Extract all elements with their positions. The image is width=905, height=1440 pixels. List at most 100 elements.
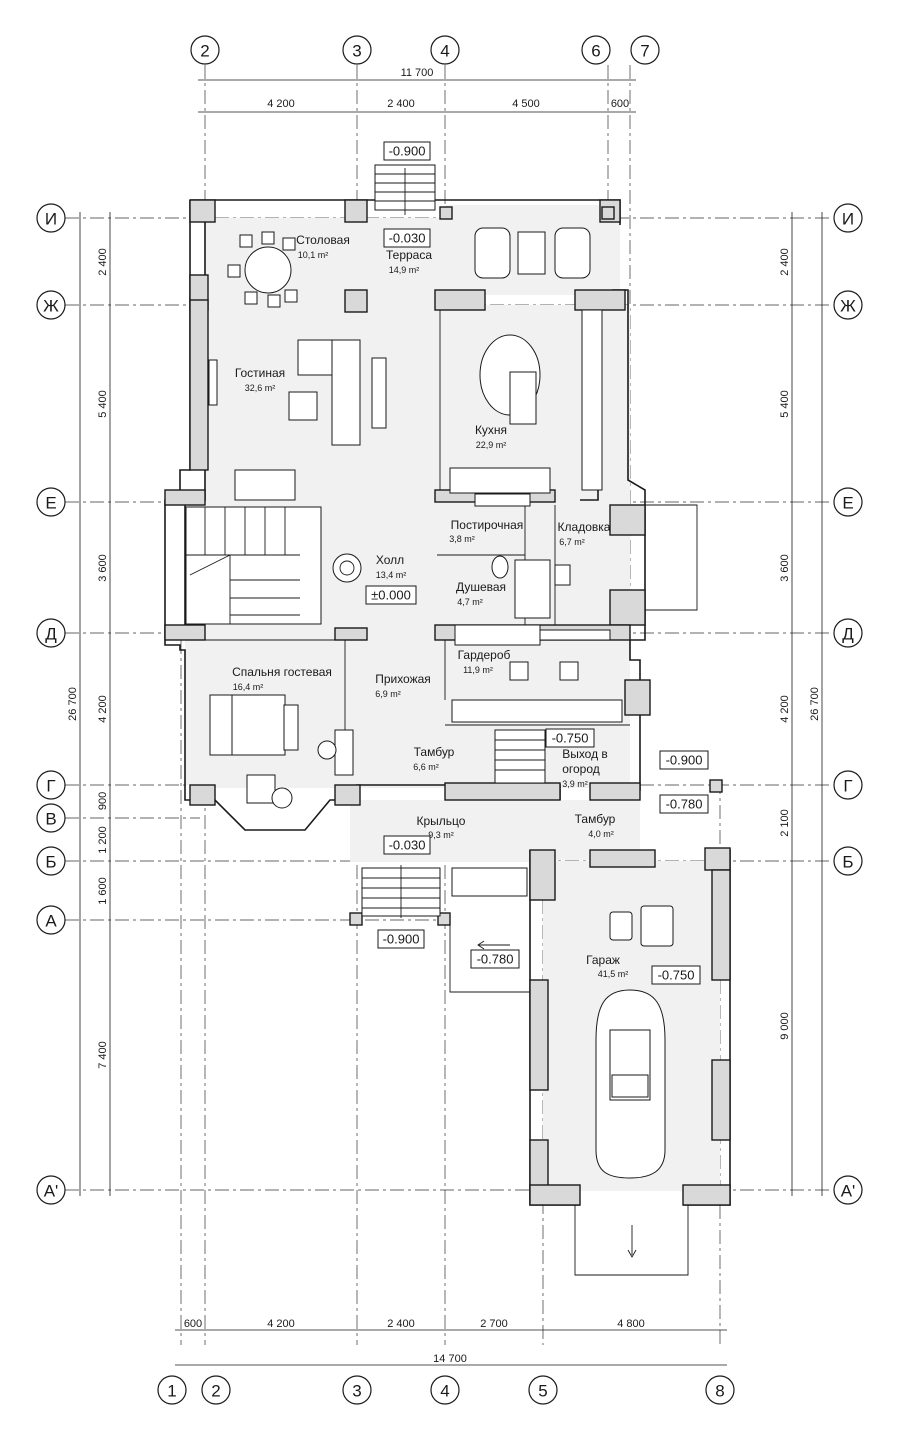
level-ramp: -0.780: [470, 949, 520, 969]
svg-text:Е: Е: [45, 494, 56, 513]
svg-text:41,5 m²: 41,5 m²: [598, 969, 629, 979]
axis-bubble: Б: [36, 846, 66, 876]
axis-bubble: И: [36, 203, 66, 233]
dim-top-total: 11 700: [401, 67, 434, 79]
side-ramp: [449, 504, 698, 993]
dimensions-right: 2 400 5 400 3 600 4 200 2 100 9 000 26 7…: [779, 212, 823, 1196]
svg-text:6,7 m²: 6,7 m²: [559, 537, 585, 547]
svg-text:22,9 m²: 22,9 m²: [476, 440, 507, 450]
dim-left-8: 7 400: [97, 1041, 109, 1069]
dim-left-2: 5 400: [97, 390, 109, 418]
level-porch: -0.030: [383, 835, 431, 855]
dim-left-3: 3 600: [97, 554, 109, 582]
axis-bubbles-right: И Ж Е Д Г Б А': [833, 203, 863, 1205]
svg-text:-0.750: -0.750: [658, 968, 695, 983]
svg-text:Тамбур: Тамбур: [414, 745, 455, 759]
garage-vehicles: [595, 905, 674, 1179]
svg-text:Душевая: Душевая: [456, 580, 506, 594]
room-porch: Крыльцо 9,3 m²: [417, 814, 466, 840]
svg-text:14,9 m²: 14,9 m²: [389, 265, 420, 275]
svg-text:3,9 m²: 3,9 m²: [562, 779, 588, 789]
kitchen-furniture: [449, 309, 603, 494]
axis-bubble: 3: [342, 1375, 372, 1405]
svg-text:-0.750: -0.750: [552, 731, 589, 746]
axis-bubble: 8: [705, 1375, 735, 1405]
dim-right-3: 3 600: [779, 554, 791, 582]
svg-text:Ж: Ж: [840, 297, 856, 316]
hall-plant: [332, 553, 362, 583]
level-side: -0.900: [659, 750, 709, 770]
svg-text:Столовая: Столовая: [296, 233, 350, 247]
room-wardrobe: Гардероб 11,9 m²: [458, 648, 511, 675]
dim-right-5: 2 100: [779, 809, 791, 837]
dim-right-2: 5 400: [779, 390, 791, 418]
dim-bottom-2: 4 200: [267, 1318, 295, 1330]
room-entrance: Прихожая 6,9 m²: [375, 672, 431, 699]
svg-text:Спальня гостевая: Спальня гостевая: [232, 665, 332, 679]
svg-text:Прихожая: Прихожая: [375, 672, 431, 686]
svg-text:2: 2: [200, 42, 209, 61]
svg-text:13,4 m²: 13,4 m²: [376, 570, 407, 580]
svg-text:Гостиная: Гостиная: [235, 366, 285, 380]
svg-text:Терраса: Терраса: [386, 248, 432, 262]
dim-bottom-3: 2 400: [387, 1318, 415, 1330]
dim-bottom-5: 4 800: [617, 1318, 645, 1330]
axis-bubbles-bottom: 1 2 3 4 5 8: [157, 1375, 735, 1405]
svg-text:11,9 m²: 11,9 m²: [463, 665, 493, 675]
svg-text:16,4 m²: 16,4 m²: [233, 682, 264, 692]
svg-text:-0.030: -0.030: [389, 838, 426, 853]
axis-bubble: А: [36, 905, 66, 935]
dim-left-7: 1 600: [97, 877, 109, 905]
room-pantry: Кладовка 6,7 m²: [558, 520, 611, 547]
svg-text:6: 6: [591, 42, 600, 61]
axis-bubble: В: [36, 803, 66, 833]
svg-text:В: В: [45, 810, 56, 829]
svg-text:Б: Б: [842, 853, 853, 872]
dim-bottom-1: 600: [184, 1318, 202, 1330]
dimensions-left: 2 400 5 400 3 600 4 200 900 1 200 1 600 …: [67, 212, 111, 1196]
svg-text:8: 8: [715, 1382, 724, 1401]
dim-left-4: 4 200: [97, 695, 109, 723]
svg-text:-0.900: -0.900: [383, 932, 420, 947]
svg-text:-0.780: -0.780: [666, 797, 703, 812]
dim-bottom-4: 2 700: [480, 1318, 508, 1330]
axis-bubble: Г: [36, 770, 66, 800]
svg-text:-0.780: -0.780: [477, 952, 514, 967]
terrace-stairs: [374, 164, 436, 215]
terrace-furniture: [474, 227, 591, 279]
dim-right-6: 9 000: [779, 1012, 791, 1040]
dimensions-top: 11 700 4 200 2 400 4 500 600: [198, 67, 636, 113]
dim-top-2: 2 400: [387, 98, 415, 110]
garage-ramp: [574, 1205, 689, 1276]
svg-text:-0.030: -0.030: [389, 231, 426, 246]
building: [164, 164, 731, 1276]
dim-top-3: 4 500: [512, 98, 540, 110]
garden-exit-name: Выход в: [562, 747, 608, 761]
level-hall: ±0.000: [365, 585, 417, 605]
room-kitchen: Кухня 22,9 m²: [475, 423, 507, 450]
room-labels: Столовая 10,1 m² Терраса 14,9 m² Гостина…: [232, 233, 628, 979]
svg-text:Гараж: Гараж: [586, 953, 620, 967]
svg-text:4,0 m²: 4,0 m²: [588, 829, 614, 839]
svg-text:±0.000: ±0.000: [371, 588, 411, 603]
dim-left-total: 26 700: [67, 687, 79, 721]
level-terrace: -0.030: [383, 228, 431, 248]
shower-furniture: [474, 493, 571, 619]
level-marks: -0.900 -0.030 ±0.000 -0.750 -0.900 -0.78…: [365, 141, 709, 985]
svg-text:7: 7: [640, 42, 649, 61]
axis-bubble: 4: [430, 1375, 460, 1405]
room-tambour-2: Тамбур 4,0 m²: [575, 812, 616, 839]
dim-right-total: 26 700: [809, 687, 821, 721]
axis-bubble: Ж: [833, 290, 863, 320]
room-garden-exit: Выход в огород 3,9 m²: [562, 747, 608, 789]
level-porch-stair: -0.900: [377, 929, 425, 949]
axis-bubble: Б: [833, 846, 863, 876]
axis-bubble: Г: [833, 770, 863, 800]
axis-bubble: 6: [581, 35, 611, 65]
room-guest-bedroom: Спальня гостевая 16,4 m²: [232, 665, 332, 692]
svg-text:3: 3: [352, 42, 361, 61]
svg-text:Кухня: Кухня: [475, 423, 507, 437]
dim-left-1: 2 400: [97, 248, 109, 276]
dim-left-5: 900: [97, 792, 109, 810]
svg-text:1: 1: [167, 1382, 176, 1401]
